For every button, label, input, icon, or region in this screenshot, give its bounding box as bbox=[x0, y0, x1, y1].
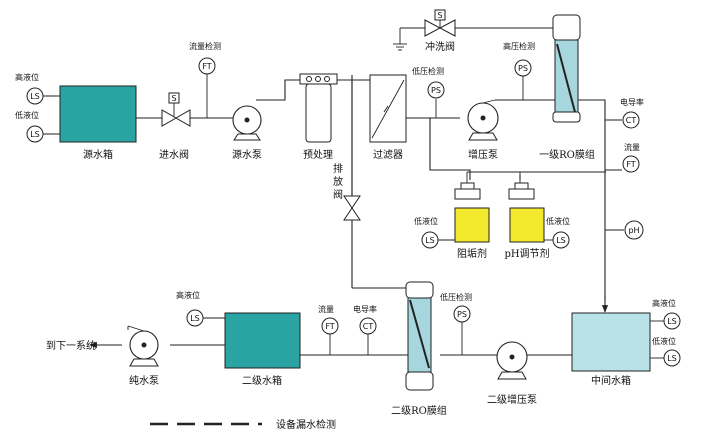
ft-ro1-tag: FT bbox=[626, 160, 635, 169]
mid-tank-label: 中间水箱 bbox=[591, 374, 631, 387]
middle-tank bbox=[571, 312, 651, 372]
ground-icon bbox=[393, 43, 407, 51]
booster-pump-label: 增压泵 bbox=[468, 148, 498, 161]
conductivity-2-label: 电导率 bbox=[353, 304, 377, 314]
ps-high-tag: PS bbox=[518, 64, 528, 73]
pretreatment-unit bbox=[299, 73, 338, 143]
flow-transmitter-2 bbox=[321, 317, 339, 335]
flow-1-label: 流量 bbox=[624, 142, 640, 152]
filter-label: 过滤器 bbox=[373, 148, 403, 161]
antiscalant-low-level-label: 低液位 bbox=[414, 216, 438, 226]
ct1-tag: CT bbox=[626, 116, 637, 125]
pressure-switch-low-1 bbox=[427, 81, 445, 99]
source-tank bbox=[59, 85, 137, 143]
pure-water-pump bbox=[127, 325, 159, 367]
drain-valve-label-3: 阀 bbox=[333, 188, 343, 201]
ft1-tag: FT bbox=[202, 62, 211, 71]
filter-unit bbox=[369, 74, 407, 143]
mid-low-level-label: 低液位 bbox=[652, 336, 676, 346]
conductivity-1-label: 电导率 bbox=[620, 97, 644, 107]
leak-detect-legend: 设备漏水检测 bbox=[276, 418, 336, 431]
svg-text:S: S bbox=[171, 94, 176, 103]
tank2-high-level-label: 高液位 bbox=[176, 290, 200, 300]
second-stage-tank bbox=[224, 312, 301, 369]
antiscalant-dosing bbox=[454, 182, 490, 243]
anti-ls-tag: LS bbox=[425, 236, 435, 245]
source-high-level-label: 高液位 bbox=[15, 72, 39, 82]
tank2-label: 二级水箱 bbox=[242, 374, 282, 387]
antiscalant-label: 阻垢剂 bbox=[457, 247, 487, 260]
to-next-system-label: 到下一系统 bbox=[46, 339, 96, 352]
flow-detect-1-label: 流量检测 bbox=[189, 41, 221, 51]
inlet-solenoid-valve: S bbox=[161, 92, 191, 127]
mid-high-level-label: 高液位 bbox=[652, 298, 676, 308]
ph-transmitter bbox=[624, 220, 644, 240]
drain-valve-label-1: 排 bbox=[333, 162, 343, 175]
ro2-membrane bbox=[405, 281, 434, 391]
ph-ls-tag: LS bbox=[556, 236, 566, 245]
ro1-membrane bbox=[552, 14, 581, 123]
tank2-ls-tag: LS bbox=[190, 314, 200, 323]
svg-text:S: S bbox=[437, 11, 442, 20]
flush-valve-label: 冲洗阀 bbox=[425, 40, 455, 53]
ph-dosing bbox=[508, 182, 545, 243]
source-low-ls-tag: LS bbox=[30, 130, 40, 139]
high-pressure-detect-label: 高压检测 bbox=[503, 41, 535, 51]
source-tank-label: 源水箱 bbox=[83, 148, 113, 161]
conductivity-transmitter-2 bbox=[359, 317, 377, 335]
pressure-switch-high bbox=[514, 59, 532, 77]
ct2-tag: CT bbox=[363, 322, 374, 331]
ro1-label: 一级RO膜组 bbox=[539, 148, 595, 161]
flow-transmitter-ro1 bbox=[622, 155, 640, 173]
mid-high-ls-tag: LS bbox=[667, 317, 677, 326]
source-pump-label: 源水泵 bbox=[232, 148, 262, 161]
inlet-valve-label: 进水阀 bbox=[159, 148, 189, 161]
ro2-label: 二级RO膜组 bbox=[391, 404, 447, 417]
low-pressure-detect-2-label: 低压检测 bbox=[440, 292, 472, 302]
low-pressure-detect-1-label: 低压检测 bbox=[412, 66, 444, 76]
ph-agent-label: pH调节剂 bbox=[504, 247, 549, 260]
source-high-ls-tag: LS bbox=[30, 92, 40, 101]
ps1-tag: PS bbox=[431, 86, 441, 95]
booster2-label: 二级增压泵 bbox=[487, 393, 537, 406]
booster-pump bbox=[467, 99, 499, 141]
flush-solenoid-valve: S bbox=[424, 9, 456, 37]
second-booster-pump bbox=[496, 341, 528, 380]
source-low-level-label: 低液位 bbox=[15, 110, 39, 120]
flow-2-label: 流量 bbox=[318, 304, 334, 314]
pressure-switch-low-2 bbox=[453, 305, 471, 323]
conductivity-transmitter-1 bbox=[622, 111, 640, 129]
flow-transmitter-1 bbox=[198, 57, 216, 75]
pipes bbox=[89, 27, 624, 426]
ft2-tag: FT bbox=[325, 322, 334, 331]
drain-valve bbox=[343, 195, 361, 221]
drain-valve-label-2: 放 bbox=[333, 175, 343, 188]
source-pump bbox=[232, 105, 262, 141]
pure-pump-label: 纯水泵 bbox=[129, 374, 159, 387]
pretreat-label: 预处理 bbox=[303, 149, 333, 161]
mid-low-ls-tag: LS bbox=[667, 354, 677, 363]
ph-low-level-label: 低液位 bbox=[546, 216, 570, 226]
ph-tag: pH bbox=[628, 226, 639, 235]
ps2-tag: PS bbox=[457, 310, 467, 319]
